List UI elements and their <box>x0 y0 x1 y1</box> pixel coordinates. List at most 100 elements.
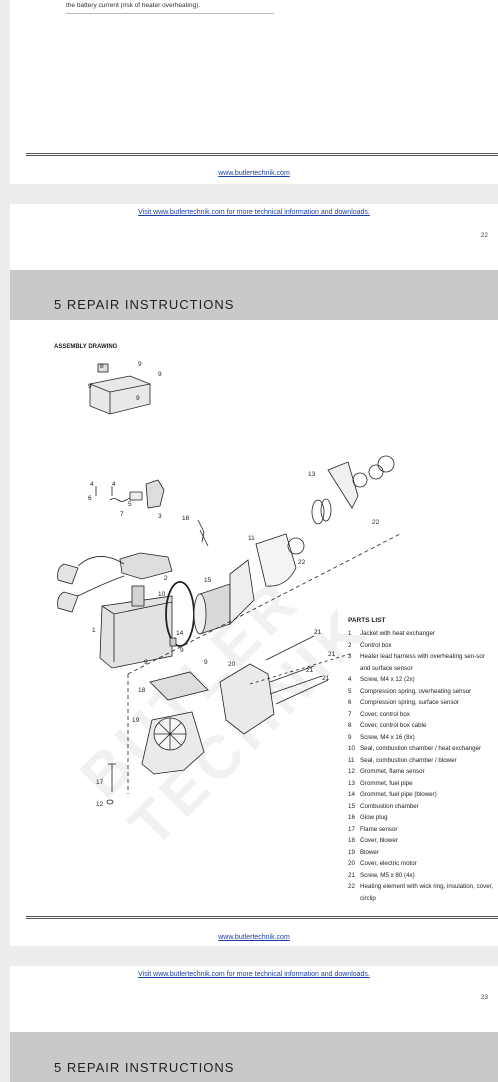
callout-9c: 9 <box>158 371 162 378</box>
part-number: 12 <box>348 768 355 775</box>
callout-21d: 21 <box>322 675 330 682</box>
callout-9g: 9 <box>204 659 208 666</box>
callout-11: 11 <box>248 535 255 542</box>
part-number: 17 <box>348 825 355 833</box>
part-number: 3 <box>348 653 352 660</box>
parts-list-item: 22 Heating element with wick ring, insula… <box>348 881 494 904</box>
seal-11-part <box>255 533 297 587</box>
part-name: Compression spring, surface sensor <box>360 699 460 706</box>
footer-website-link[interactable]: www.butlertechnik.com <box>218 934 290 941</box>
part-name: Cover, blower <box>360 837 398 844</box>
callout-9b: 9 <box>88 383 92 390</box>
part-number: 18 <box>348 837 355 844</box>
glow-plug-part <box>197 519 209 547</box>
part-name: Blower <box>360 848 379 856</box>
callout-4b: 4 <box>112 481 116 488</box>
callout-1: 1 <box>92 627 96 634</box>
callout-4: 4 <box>90 481 94 488</box>
callout-16: 16 <box>182 515 190 522</box>
callout-7: 7 <box>120 511 124 518</box>
part-number: 11 <box>348 756 355 764</box>
section-title: 5 REPAIR INSTRUCTIONS <box>54 297 235 312</box>
part-number: 21 <box>348 871 355 879</box>
control-box-cover-part <box>89 375 151 415</box>
parts-list-item: 6 Compression spring, surface sensor <box>348 697 494 709</box>
part-number: 6 <box>348 699 352 706</box>
part-name: Cover, control box cable <box>360 722 427 729</box>
part-number: 2 <box>348 641 352 649</box>
parts-list-item: 16 Glow plug <box>348 812 494 824</box>
footer-divider <box>26 916 498 919</box>
visit-website-link[interactable]: Visit www.butlertechnik.com for more tec… <box>138 209 370 216</box>
part-number: 8 <box>348 722 352 729</box>
note-divider <box>66 13 274 14</box>
part-number: 4 <box>348 676 352 683</box>
section-title: 5 REPAIR INSTRUCTIONS <box>54 1060 235 1075</box>
callout-17: 17 <box>96 779 104 786</box>
document-page-22: Visit www.butlertechnik.com for more tec… <box>10 204 498 946</box>
callout-9: 9 <box>138 361 142 368</box>
parts-list-item: 11 Seal, combustion chamber / blower <box>348 755 494 767</box>
part-name: Grommet, flame sensor <box>360 768 425 775</box>
part-name: Heater lead harness with overheating sen… <box>360 653 485 672</box>
document-page-21: the battery current (risk of heater over… <box>10 0 498 184</box>
footer-website-link[interactable]: www.butlertechnik.com <box>218 170 290 177</box>
callout-12: 12 <box>96 801 104 808</box>
parts-list-item: 5 Compression spring, overheating sensor <box>348 686 494 698</box>
callout-8: 8 <box>100 363 104 370</box>
callout-19: 19 <box>132 717 140 724</box>
callout-20: 20 <box>228 661 236 668</box>
callout-21c: 21 <box>306 667 314 674</box>
callout-5: 5 <box>128 501 132 508</box>
part-name: Screw, M4 x 16 (8x) <box>360 733 415 741</box>
callout-2: 2 <box>164 575 168 582</box>
part-name: Screw, M5 x 80 (4x) <box>360 871 415 879</box>
footer-divider <box>26 153 498 156</box>
callout-3: 3 <box>158 513 162 520</box>
assembly-drawing: 8 9 9 9 9 4 4 6 5 7 3 16 11 13 22 22 2 1… <box>57 361 400 808</box>
part-name: Grommet, fuel pipe <box>360 779 413 787</box>
parts-list-item: 8 Cover, control box cable <box>348 720 494 732</box>
heating-element-part <box>327 461 359 509</box>
visit-website-link[interactable]: Visit www.butlertechnik.com for more tec… <box>138 971 370 978</box>
flame-sensor-part <box>108 763 116 792</box>
part-number: 5 <box>348 687 352 695</box>
part-name: Seal, combustion chamber / blower <box>360 756 457 764</box>
callout-9f: 9 <box>144 659 148 666</box>
parts-list-title: PARTS LIST <box>348 617 386 624</box>
motor-cover-part <box>219 663 275 735</box>
callout-6: 6 <box>88 495 92 502</box>
section-header-band: 5 REPAIR INSTRUCTIONS <box>10 1032 498 1082</box>
part-number: 13 <box>348 779 355 787</box>
part-number: 22 <box>348 883 355 890</box>
blower-cover-part <box>149 671 209 701</box>
page-number: 23 <box>480 994 488 1001</box>
part-number: 1 <box>348 630 352 637</box>
part-name: Grommet, fuel pipe (blower) <box>360 791 437 798</box>
parts-list-item: 12 Grommet, flame sensor <box>348 766 494 778</box>
part-number: 14 <box>348 791 355 798</box>
part-name: Glow plug <box>360 814 388 821</box>
callout-14: 14 <box>176 630 184 637</box>
parts-list-item: 13 Grommet, fuel pipe <box>348 778 494 790</box>
part-name: Flame sensor <box>360 825 398 833</box>
part-name: Compression spring, overheating sensor <box>360 687 472 695</box>
part-name: Heating element with wick ring, insulati… <box>360 883 494 902</box>
part-number: 7 <box>348 710 352 718</box>
callout-18: 18 <box>138 687 146 694</box>
heater-harness-part <box>145 479 165 509</box>
part-name: Combustion chamber <box>360 802 419 810</box>
page-number: 22 <box>480 232 488 239</box>
part-number: 20 <box>348 860 355 867</box>
heat-exchanger-part <box>99 595 173 669</box>
part-number: 16 <box>348 814 355 821</box>
part-name: Seal, combustion chamber / heat exchange… <box>360 745 482 752</box>
parts-list-item: 17 Flame sensor <box>348 824 494 836</box>
parts-list-item: 21 Screw, M5 x 80 (4x) <box>348 870 494 882</box>
